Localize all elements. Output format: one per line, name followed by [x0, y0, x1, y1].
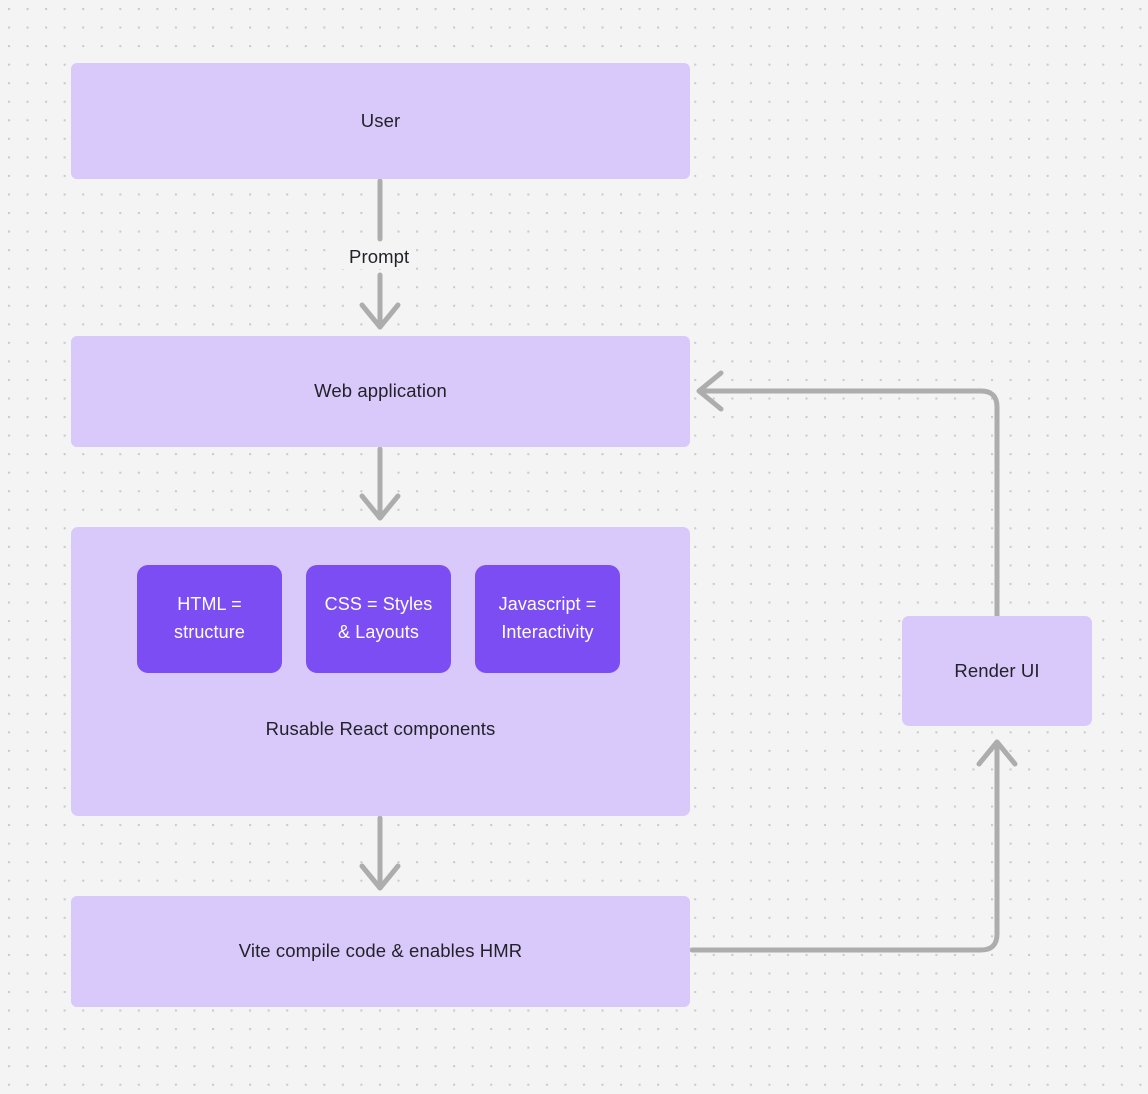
- node-vite-label: Vite compile code & enables HMR: [238, 940, 523, 962]
- chip-row: HTML =structure CSS = Styles& Layouts Ja…: [137, 565, 620, 673]
- edge-vite-to-render: [689, 743, 1000, 953]
- node-web-application-label: Web application: [314, 380, 447, 402]
- chip-css[interactable]: CSS = Styles& Layouts: [306, 565, 451, 673]
- node-user-label: User: [360, 109, 401, 131]
- edge-label-prompt: Prompt: [342, 245, 417, 269]
- node-user[interactable]: User: [71, 63, 690, 179]
- node-render-ui-label: Render UI: [954, 659, 1040, 681]
- arrowhead-left-webapp: [696, 370, 724, 412]
- node-component-group[interactable]: HTML =structure CSS = Styles& Layouts Ja…: [71, 527, 690, 816]
- chip-css-text: CSS = Styles& Layouts: [324, 594, 433, 642]
- node-vite[interactable]: Vite compile code & enables HMR: [71, 896, 690, 1007]
- chip-javascript-text: Javascript =Interactivity: [498, 594, 597, 642]
- arrowhead-down-vite: [359, 863, 401, 891]
- chip-html-text: HTML =structure: [174, 594, 245, 642]
- chip-javascript[interactable]: Javascript =Interactivity: [475, 565, 620, 673]
- arrowhead-up-render: [976, 739, 1018, 767]
- component-group-caption: Rusable React components: [265, 718, 496, 739]
- arrowhead-down-webapp: [359, 302, 401, 330]
- arrowhead-down-group: [359, 493, 401, 521]
- node-render-ui[interactable]: Render UI: [902, 616, 1092, 726]
- edge-render-to-webapp: [700, 388, 1000, 619]
- chip-html[interactable]: HTML =structure: [137, 565, 282, 673]
- node-web-application[interactable]: Web application: [71, 336, 690, 447]
